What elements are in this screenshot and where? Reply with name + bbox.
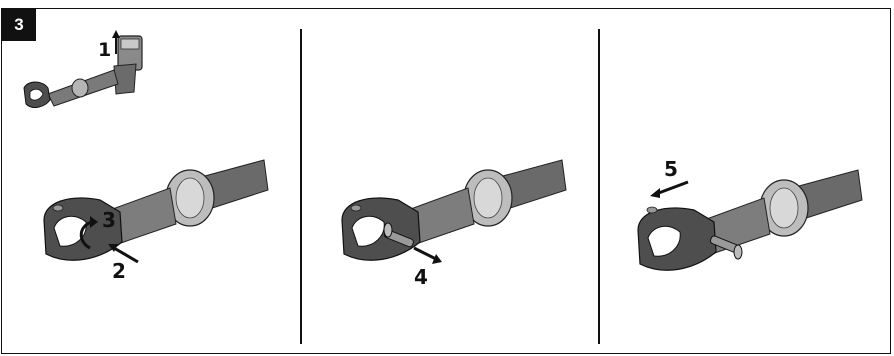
svg-text:2: 2 bbox=[112, 259, 126, 283]
jaw-removal-arrow bbox=[650, 180, 689, 198]
label-step-5: 5 bbox=[664, 157, 678, 181]
label-step-4: 4 bbox=[414, 265, 428, 289]
label-step-3: 3 bbox=[102, 208, 116, 232]
svg-text:1: 1 bbox=[98, 39, 111, 61]
tool-head-rotation-illustration bbox=[43, 159, 269, 264]
svg-text:4: 4 bbox=[414, 265, 428, 289]
label-step-2: 2 bbox=[112, 259, 126, 283]
tool-jaw-removal-illustration bbox=[637, 169, 863, 271]
label-step-1: 1 bbox=[98, 39, 111, 61]
tool-pin-removal-illustration bbox=[341, 159, 567, 264]
panel-divider-1 bbox=[300, 29, 302, 344]
svg-text:5: 5 bbox=[664, 157, 678, 181]
svg-text:3: 3 bbox=[102, 208, 116, 232]
panel-divider-2 bbox=[598, 29, 600, 344]
tool-battery-removal-illustration bbox=[23, 30, 143, 108]
figure-frame: 3 bbox=[1, 8, 891, 354]
step-number-badge: 3 bbox=[2, 9, 36, 41]
